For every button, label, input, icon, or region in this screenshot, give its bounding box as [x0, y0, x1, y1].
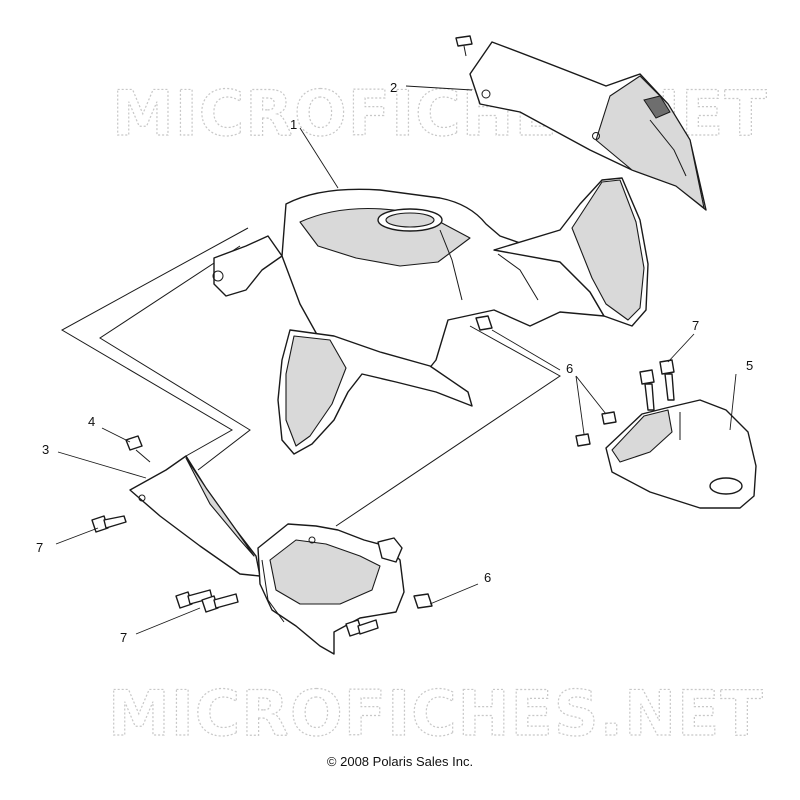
part-2-side-panel	[455, 35, 707, 211]
callout-6-upper: 6	[566, 361, 573, 376]
clip-lower	[413, 593, 433, 609]
clip-right-b	[601, 411, 617, 425]
callout-6-lower: 6	[484, 570, 491, 585]
lower-center-bracket	[257, 523, 405, 655]
part-1-main-hood	[212, 177, 649, 455]
leader-lines	[55, 85, 737, 635]
screw-left-b	[175, 589, 213, 609]
screw-left-a	[91, 515, 127, 533]
callout-7-lower: 7	[120, 630, 127, 645]
screw-center	[345, 619, 379, 637]
assembly-lines	[60, 227, 561, 527]
screw-upper-right-a	[639, 369, 655, 411]
callout-7-upper: 7	[692, 318, 699, 333]
callout-labels: 1 2 3 4 5 6 6 7 7 7	[36, 80, 753, 645]
copyright-notice: © 2008 Polaris Sales Inc.	[326, 754, 474, 769]
clip-right-a	[575, 433, 591, 447]
screw-part-4	[125, 435, 151, 463]
callout-4: 4	[88, 414, 95, 429]
screw-fasteners	[91, 359, 675, 637]
callout-2: 2	[390, 80, 397, 95]
callout-3: 3	[42, 442, 49, 457]
callout-7-left: 7	[36, 540, 43, 555]
screw-upper-right-b	[659, 359, 675, 401]
callout-5: 5	[746, 358, 753, 373]
watermark-bottom: MICROFICHES.NET	[108, 677, 764, 750]
screw-left-c	[201, 593, 239, 613]
part-5-right-cover	[605, 399, 757, 509]
clip-fasteners	[413, 315, 617, 609]
clip-top-center	[475, 315, 493, 331]
callout-1: 1	[290, 117, 297, 132]
part-3-left-panel	[129, 455, 261, 577]
